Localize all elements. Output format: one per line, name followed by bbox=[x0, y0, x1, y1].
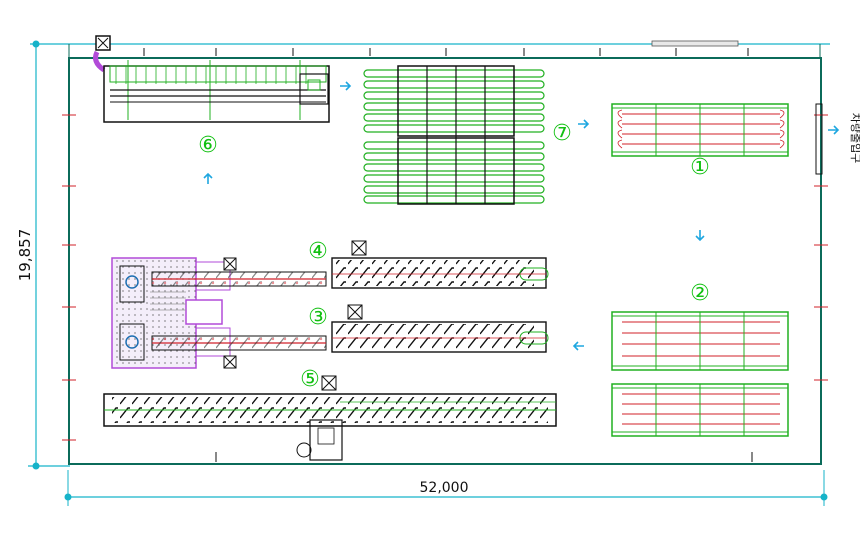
feed-rail-upper bbox=[151, 271, 327, 287]
station-label-1: ① bbox=[690, 155, 710, 180]
width-dimension-label: 52,000 bbox=[420, 480, 469, 496]
station-label-7: ⑦ bbox=[552, 121, 572, 146]
station-label-2: ② bbox=[690, 281, 710, 306]
vehicle-entrance-label: 차량출입구 bbox=[849, 113, 860, 164]
building-outline bbox=[68, 57, 822, 465]
feed-rail-lower bbox=[151, 335, 327, 351]
station-2-rack-a bbox=[611, 311, 789, 371]
station-5-conveyor bbox=[103, 393, 557, 461]
station-6-equipment bbox=[93, 35, 330, 123]
station-3-conveyor bbox=[331, 321, 549, 353]
station-7-equipment bbox=[363, 65, 545, 205]
station-label-3: ③ bbox=[308, 305, 328, 330]
wall-marks bbox=[62, 114, 828, 441]
station-1-rack bbox=[611, 103, 789, 157]
flow-arrow-icon bbox=[203, 81, 840, 351]
station-label-5: ⑤ bbox=[300, 367, 320, 392]
column-marks bbox=[143, 48, 753, 462]
station-2-rack-b bbox=[611, 383, 789, 437]
station-4-conveyor bbox=[331, 257, 549, 289]
station-label-6: ⑥ bbox=[198, 133, 218, 158]
height-dimension-label: 19,857 bbox=[16, 229, 34, 282]
station-label-4: ④ bbox=[308, 239, 328, 264]
crossed-box-icon bbox=[223, 240, 367, 391]
